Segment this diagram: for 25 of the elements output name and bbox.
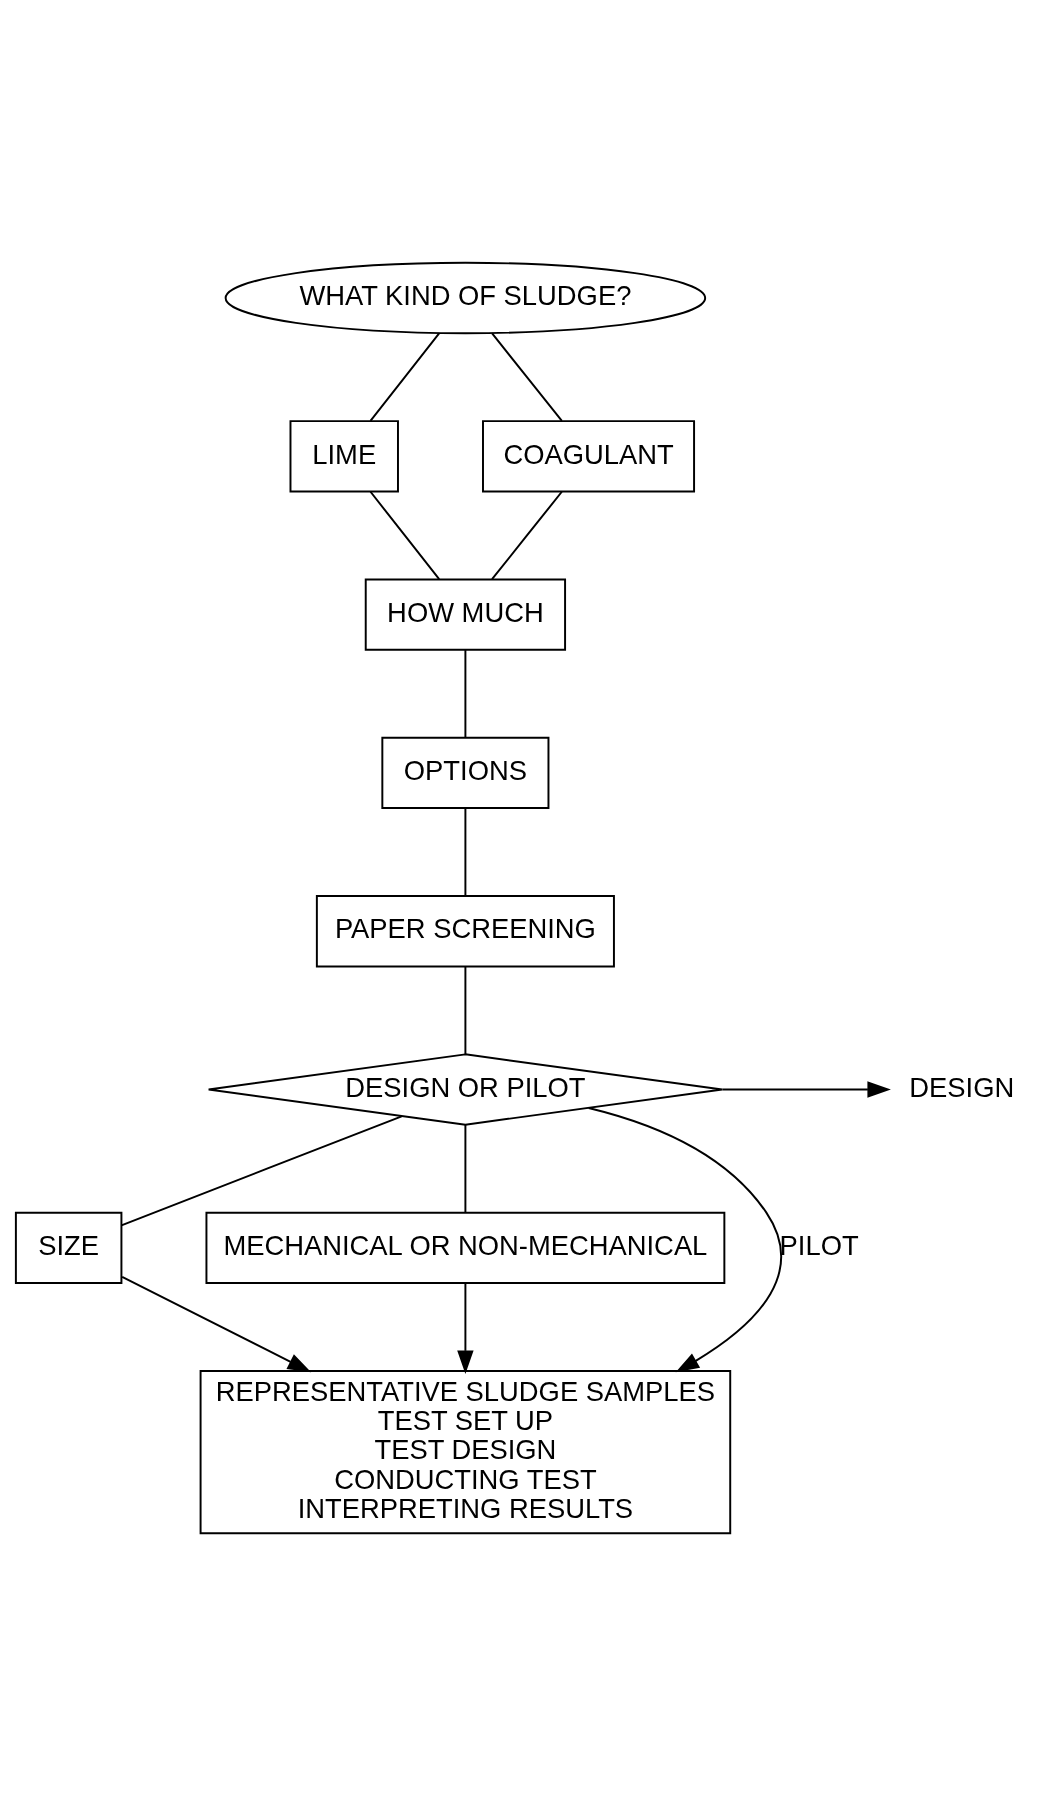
node-box: HOW MUCH <box>364 578 567 651</box>
connector <box>464 1124 467 1214</box>
node-box: SIZE <box>14 1211 123 1284</box>
connector <box>120 1115 403 1227</box>
connector <box>464 807 467 897</box>
node-diamond: DESIGN OR PILOT <box>207 1053 724 1126</box>
connector <box>491 490 563 581</box>
node-box: OPTIONS <box>381 736 550 810</box>
connector <box>464 649 467 739</box>
node-box: REPRESENTATIVE SLUDGE SAMPLES TEST SET UP TEST DESIGN CONDUCTING TEST INTERPRETING RESULTS <box>199 1370 732 1535</box>
connector <box>464 965 467 1056</box>
node-box: COAGULANT <box>482 420 696 493</box>
arrow <box>121 1275 312 1373</box>
arrow <box>721 1081 891 1098</box>
connector <box>491 332 563 422</box>
node-ellipse: WHAT KIND OF SLUDGE? <box>224 261 707 335</box>
node-box: LIME <box>289 420 399 493</box>
connector <box>369 490 441 581</box>
arrow <box>587 1107 783 1373</box>
node-text: DESIGN <box>909 1071 1015 1103</box>
node-box: MECHANICAL OR NON-MECHANICAL <box>205 1211 726 1284</box>
arrow <box>457 1282 474 1374</box>
node-box: PAPER SCREENING <box>315 895 615 968</box>
edge-label: PILOT <box>779 1230 859 1262</box>
connector <box>369 332 441 422</box>
